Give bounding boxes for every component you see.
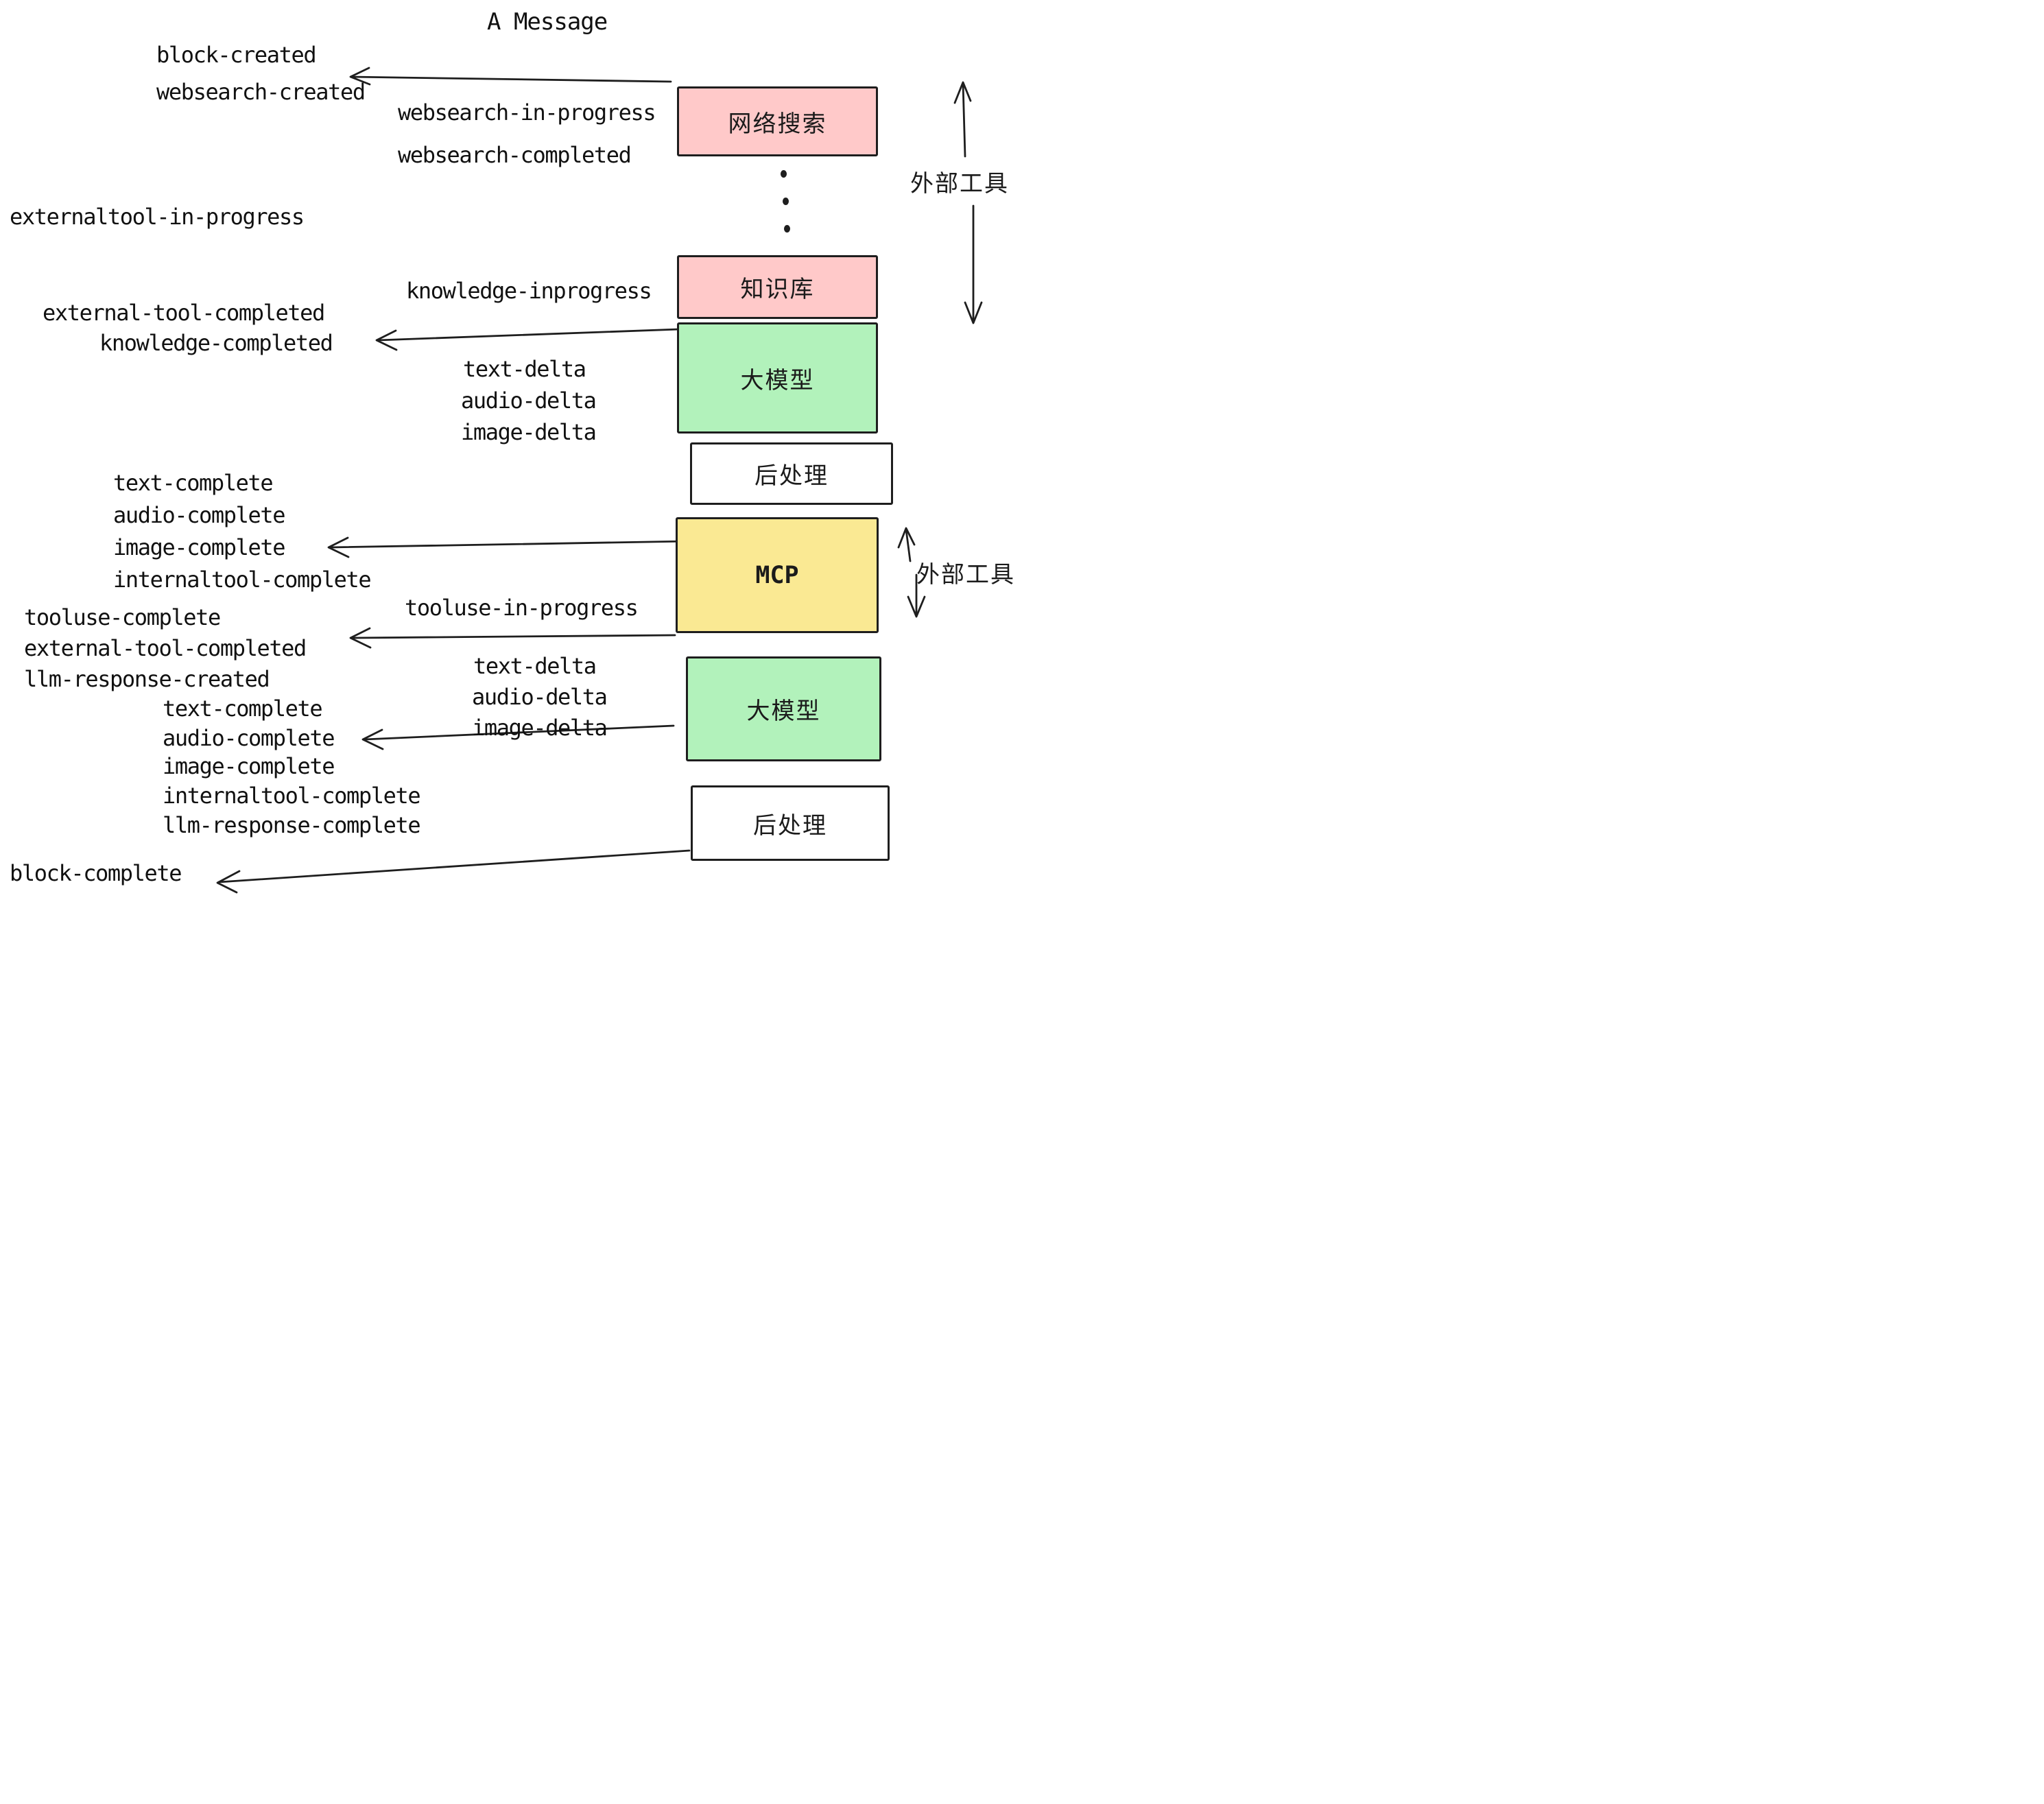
box-websearch: 网络搜索 [677,86,878,156]
event-external-tool-completed-1: external-tool-completed [43,300,325,326]
box-llm-1: 大模型 [677,322,878,434]
event-image-complete-2: image-complete [163,753,335,779]
box-websearch-label: 网络搜索 [728,110,827,138]
event-internaltool-complete-2: internaltool-complete [163,783,421,809]
arrow-to-image-complete [327,536,690,558]
box-postprocess-1-label: 后处理 [754,462,829,490]
event-externaltool-in-progress: externaltool-in-progress [10,204,305,230]
event-audio-complete-2: audio-complete [163,725,335,751]
external-tools-1-up-arrow [953,81,972,158]
event-external-tool-completed-2: external-tool-completed [24,635,307,661]
external-tools-label-2: 外部工具 [916,561,1015,589]
event-websearch-completed: websearch-completed [398,142,632,168]
event-llm-response-created: llm-response-created [24,666,270,692]
dot-icon [784,225,790,233]
event-text-delta-1: text-delta [463,356,586,382]
dot-icon [781,170,787,178]
event-tooluse-in-progress: tooluse-in-progress [405,595,639,621]
box-mcp: MCP [676,517,879,633]
event-text-complete-2: text-complete [163,696,323,722]
event-websearch-in-progress: websearch-in-progress [398,99,656,126]
arrow-to-block-created [349,67,672,86]
box-postprocess-2: 后处理 [691,785,890,861]
event-knowledge-completed: knowledge-completed [99,330,333,356]
arrow-to-block-complete [216,849,691,894]
event-image-delta-1: image-delta [461,419,597,445]
arrow-to-knowledge-completed [375,328,680,351]
event-internaltool-complete-1: internaltool-complete [113,567,372,593]
event-text-complete-1: text-complete [113,470,274,496]
event-websearch-created: websearch-created [156,79,366,105]
event-audio-complete-1: audio-complete [113,502,286,528]
event-tooluse-complete: tooluse-complete [24,604,221,630]
box-postprocess-1: 后处理 [690,442,893,505]
box-knowledge: 知识库 [677,255,878,319]
box-llm-2-label: 大模型 [746,698,821,725]
event-audio-delta-2: audio-delta [472,684,608,710]
event-knowledge-inprogress: knowledge-inprogress [406,278,652,304]
diagram-title: A Message [487,8,608,36]
event-llm-response-complete: llm-response-complete [163,812,421,838]
arrow-to-tooluse-complete [349,627,676,649]
box-knowledge-label: 知识库 [740,276,815,303]
event-block-created: block-created [156,42,317,68]
external-tools-label-1: 外部工具 [910,170,1009,198]
box-llm-1-label: 大模型 [740,366,815,394]
event-image-delta-2: image-delta [472,715,608,741]
message-event-flow-diagram: A Message block-created websearch-create… [0,0,1022,902]
event-audio-delta-1: audio-delta [461,388,597,414]
box-postprocess-2-label: 后处理 [753,811,827,840]
event-image-complete-1: image-complete [113,534,286,560]
box-mcp-label: MCP [755,561,799,589]
external-tools-1-down-arrow [964,204,983,324]
event-text-delta-2: text-delta [473,653,597,679]
external-tools-2-up-arrow [897,527,916,562]
event-block-complete: block-complete [10,860,182,886]
dot-icon [783,198,789,205]
box-llm-2: 大模型 [686,656,881,761]
